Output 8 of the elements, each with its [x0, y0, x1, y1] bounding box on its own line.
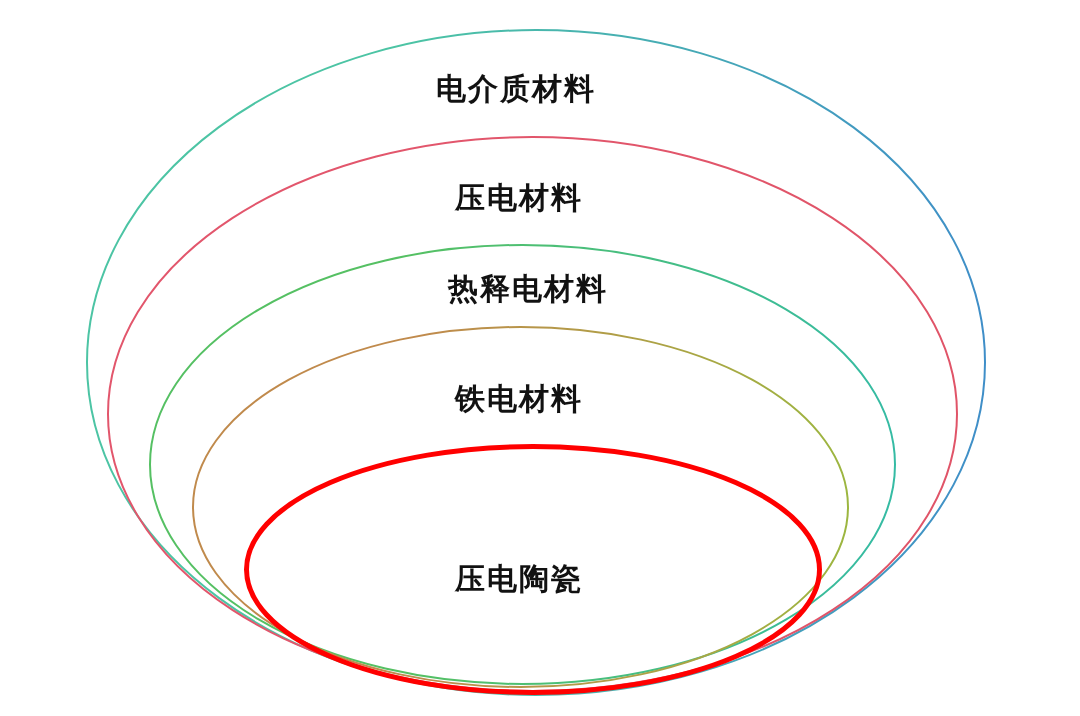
- set-ellipse: [244, 444, 822, 695]
- set-label: 热释电材料: [448, 271, 608, 305]
- set-label: 压电材料: [455, 180, 583, 214]
- set-label: 压电陶瓷: [455, 561, 583, 595]
- set-ellipse: [107, 136, 958, 692]
- set-label: 电介质材料: [436, 71, 596, 105]
- set-ellipse: [86, 29, 986, 696]
- set-label: 铁电材料: [455, 381, 583, 415]
